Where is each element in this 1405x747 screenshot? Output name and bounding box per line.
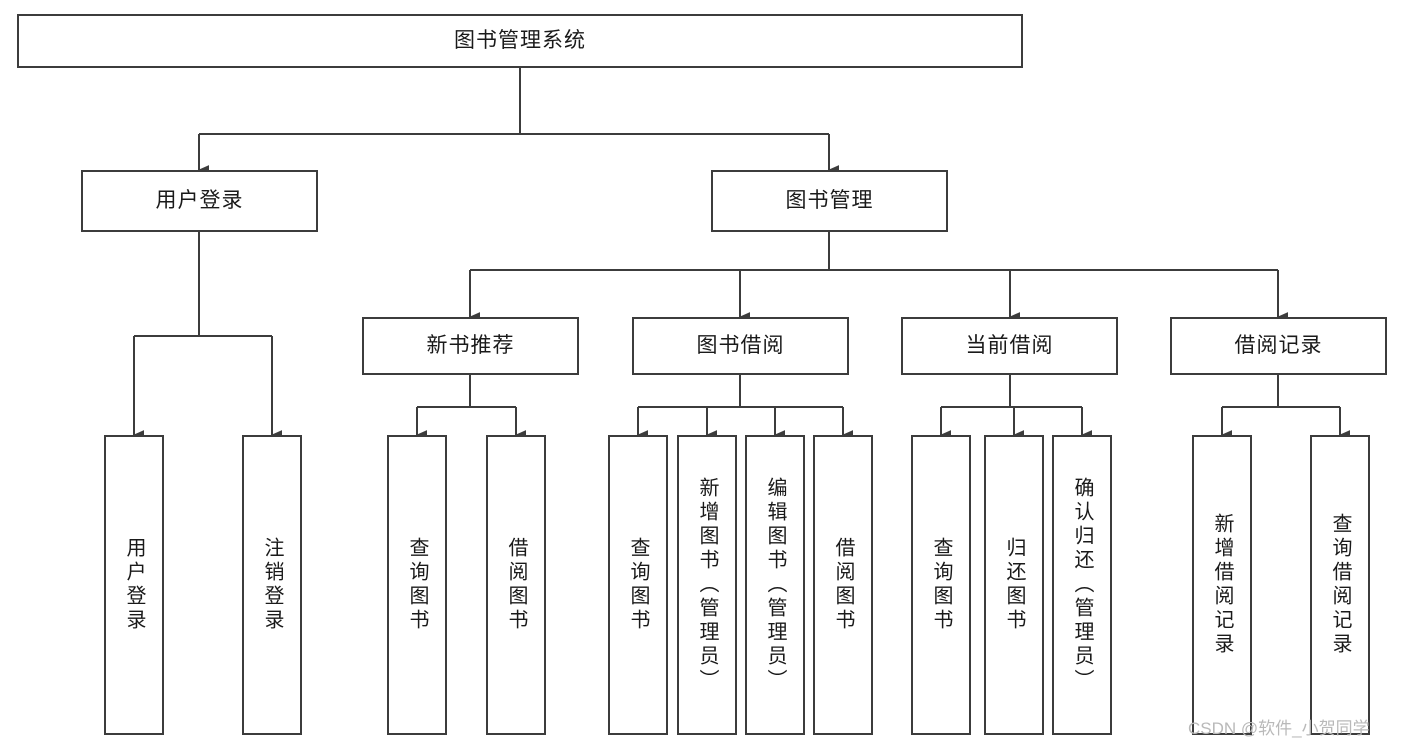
node-label: 借阅记录 <box>1234 334 1323 358</box>
node-label: 查询图书 <box>406 537 428 633</box>
node-label: 查询借阅记录 <box>1329 513 1351 657</box>
node-label: 确认归还（管理员） <box>1071 477 1093 693</box>
node-new-book-recommend[interactable]: 新书推荐 <box>362 317 579 375</box>
leaf-query-book-recommend[interactable]: 查询图书 <box>387 435 447 735</box>
node-root[interactable]: 图书管理系统 <box>17 14 1023 68</box>
node-label: 图书借阅 <box>696 334 785 358</box>
leaf-query-borrow-record[interactable]: 查询借阅记录 <box>1310 435 1370 735</box>
leaf-confirm-return-admin[interactable]: 确认归还（管理员） <box>1052 435 1112 735</box>
leaf-logout[interactable]: 注销登录 <box>242 435 302 735</box>
node-label: 查询图书 <box>627 537 649 633</box>
leaf-add-book-admin[interactable]: 新增图书（管理员） <box>677 435 737 735</box>
node-label: 用户登录 <box>155 189 244 213</box>
leaf-return-book[interactable]: 归还图书 <box>984 435 1044 735</box>
node-book-manage[interactable]: 图书管理 <box>711 170 948 232</box>
node-label: 图书管理系统 <box>454 29 586 53</box>
node-label: 编辑图书（管理员） <box>764 477 786 693</box>
node-label: 图书管理 <box>785 189 874 213</box>
node-label: 借阅图书 <box>505 537 527 633</box>
leaf-query-book-current[interactable]: 查询图书 <box>911 435 971 735</box>
leaf-add-borrow-record[interactable]: 新增借阅记录 <box>1192 435 1252 735</box>
node-label: 归还图书 <box>1003 537 1025 633</box>
node-label: 用户登录 <box>123 537 145 633</box>
node-book-borrow[interactable]: 图书借阅 <box>632 317 849 375</box>
leaf-edit-book-admin[interactable]: 编辑图书（管理员） <box>745 435 805 735</box>
leaf-borrow-book-recommend[interactable]: 借阅图书 <box>486 435 546 735</box>
leaf-query-book-borrow[interactable]: 查询图书 <box>608 435 668 735</box>
node-label: 当前借阅 <box>965 334 1054 358</box>
node-label: 新书推荐 <box>426 334 515 358</box>
node-current-borrow[interactable]: 当前借阅 <box>901 317 1118 375</box>
leaf-borrow-book[interactable]: 借阅图书 <box>813 435 873 735</box>
node-label: 新增借阅记录 <box>1211 513 1233 657</box>
node-borrow-record[interactable]: 借阅记录 <box>1170 317 1387 375</box>
node-label: 注销登录 <box>261 537 283 633</box>
csdn-watermark: CSDN @软件_小贺同学 <box>1188 719 1370 738</box>
node-label: 新增图书（管理员） <box>696 477 718 693</box>
node-user-login[interactable]: 用户登录 <box>81 170 318 232</box>
node-label: 查询图书 <box>930 537 952 633</box>
leaf-user-login[interactable]: 用户登录 <box>104 435 164 735</box>
node-label: 借阅图书 <box>832 537 854 633</box>
